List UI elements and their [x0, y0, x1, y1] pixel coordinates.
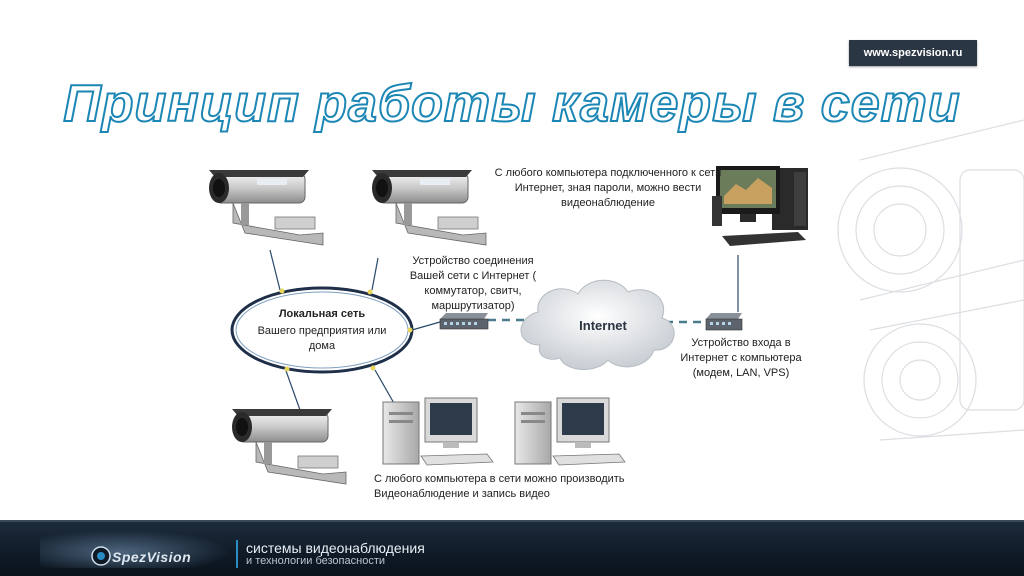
- internet-cloud-icon: [520, 279, 675, 370]
- switch-icon: [439, 313, 489, 330]
- modem-description: Устройство входа в Интернет с компьютера…: [680, 337, 802, 379]
- lan-subtitle: Вашего предприятия или дома: [257, 325, 387, 352]
- lan-nodes: [279, 288, 413, 372]
- internet-links: [488, 318, 705, 324]
- site-url-badge[interactable]: www.spezvision.ru: [849, 40, 977, 66]
- footer-divider: [0, 520, 1024, 522]
- local-computer-icon: [514, 397, 626, 466]
- lan-title: Локальная сеть: [278, 308, 366, 320]
- camera-icon: [232, 409, 347, 485]
- camera-icon: [209, 170, 324, 246]
- page-title: Принцип работы камеры в сети: [62, 74, 961, 134]
- internet-label: Internet: [579, 318, 627, 333]
- local-pc-description: С любого компьютера в сети можно произво…: [374, 473, 625, 500]
- footer-tagline-1: системы видеонаблюдения: [246, 540, 425, 556]
- router-description: Устройство соединения Вашей сети с Интер…: [409, 255, 537, 312]
- lan-links: [269, 249, 441, 411]
- footer-brand: SpezVision: [112, 549, 192, 565]
- footer-glow: [40, 528, 240, 568]
- remote-pc-description: С любого компьютера подключенного к сети…: [494, 167, 722, 209]
- footer: [0, 522, 1024, 576]
- local-computer-icon: [382, 397, 494, 466]
- background-camera-sketch: [837, 119, 1024, 441]
- remote-computer-icon: [712, 166, 808, 246]
- camera-icon: [372, 170, 487, 246]
- footer-accent-bar: [236, 540, 238, 568]
- footer-tagline-2: и технологии безопасности: [246, 555, 385, 567]
- modem-icon: [705, 313, 743, 331]
